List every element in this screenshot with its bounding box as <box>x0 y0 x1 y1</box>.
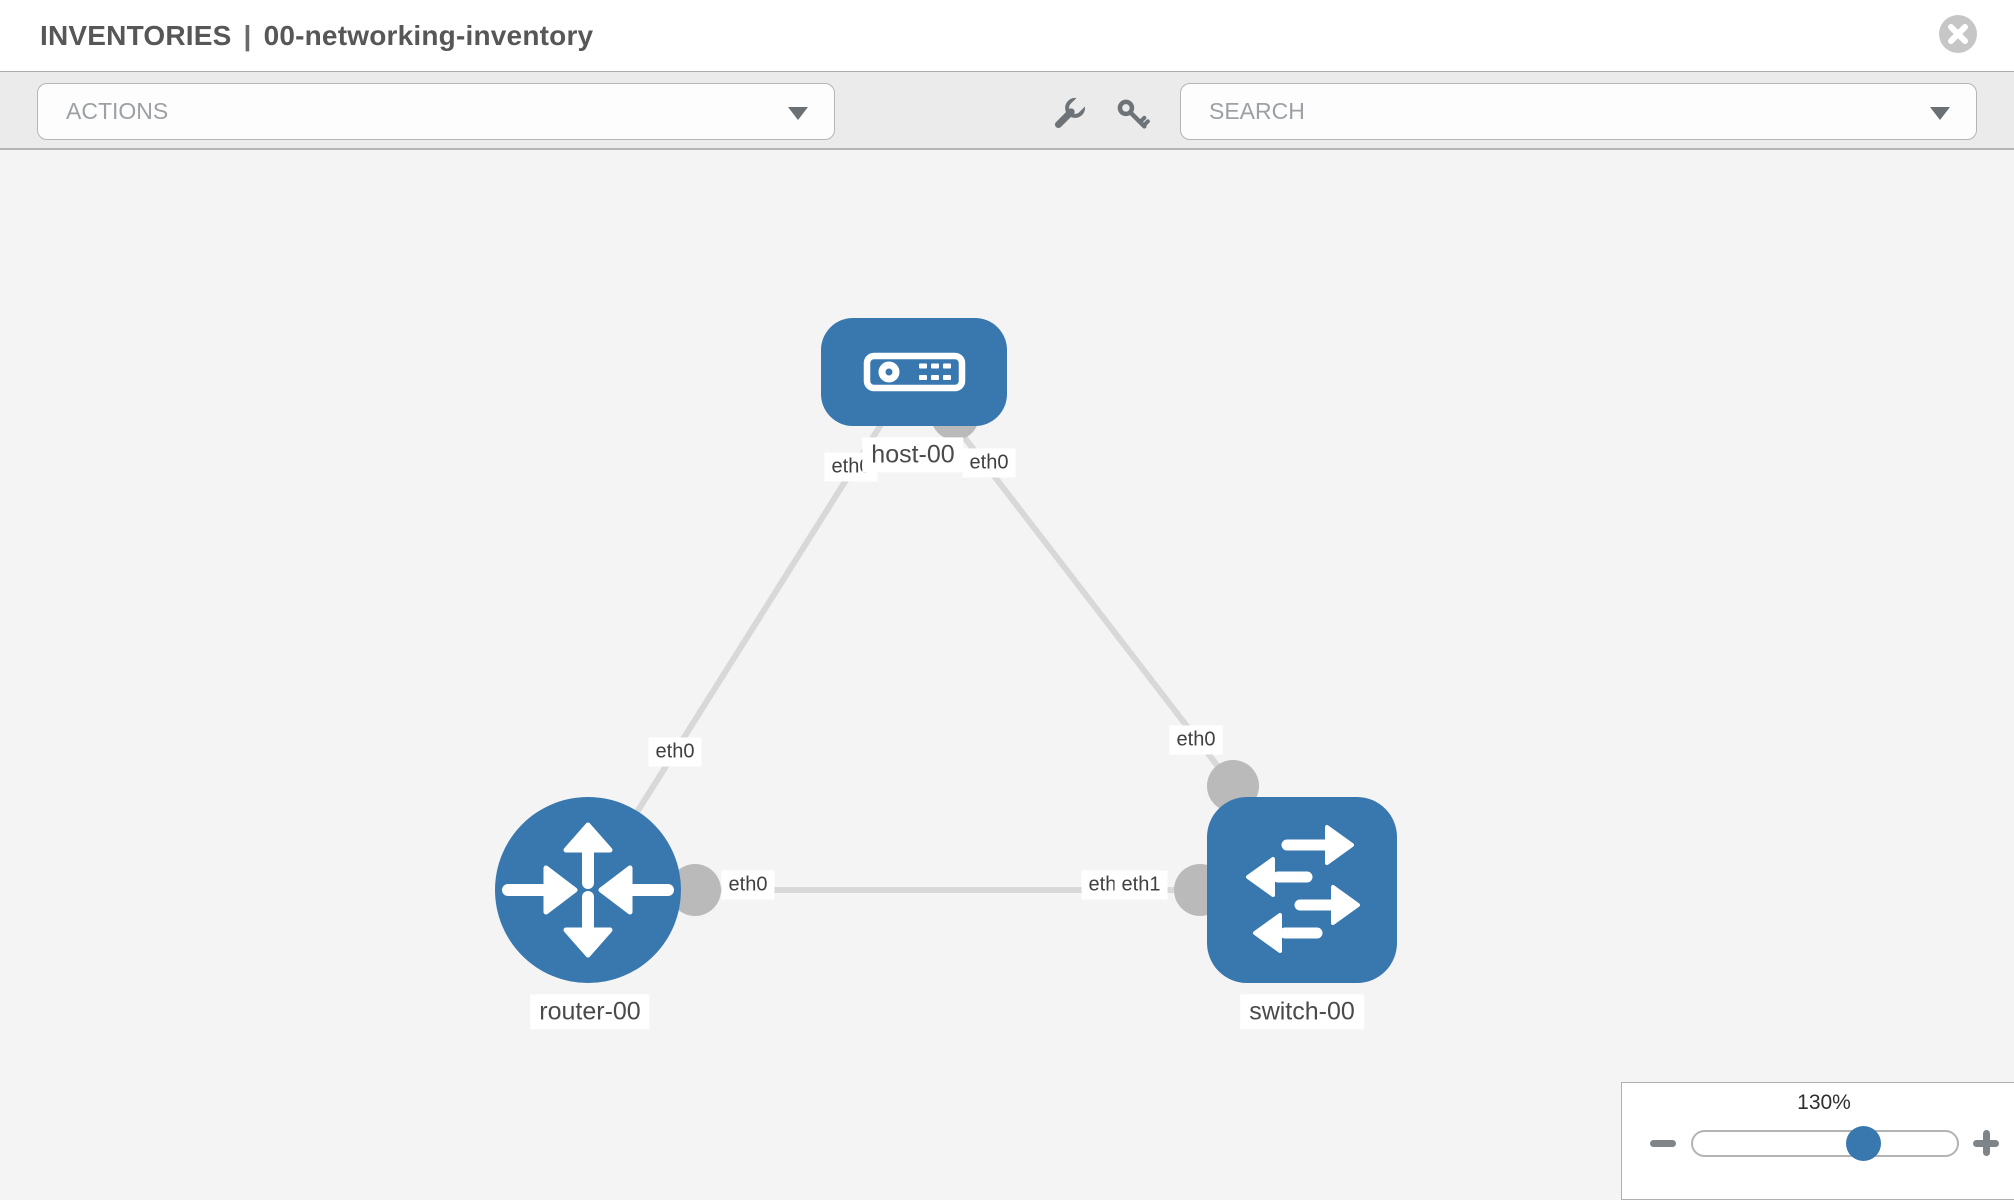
interface-label: eth1 <box>1114 870 1168 900</box>
page-title: INVENTORIES | 00-networking-inventory <box>40 20 593 52</box>
actions-dropdown-label: ACTIONS <box>66 98 169 124</box>
search-dropdown[interactable]: SEARCH <box>1180 83 1977 140</box>
plus-icon-vbar <box>1982 1130 1990 1156</box>
zoom-control-panel: 130% <box>1621 1082 2014 1200</box>
node-label-host: host-00 <box>862 437 964 473</box>
interface-label: eth0 <box>648 737 702 767</box>
node-switch-00[interactable] <box>1207 797 1397 983</box>
chevron-down-icon <box>1930 106 1950 120</box>
zoom-out-button[interactable] <box>1648 1128 1678 1158</box>
page-header: INVENTORIES | 00-networking-inventory <box>0 0 2014 72</box>
server-icon <box>863 352 966 392</box>
key-icon <box>1117 99 1150 129</box>
interface-label: eth0 <box>721 870 775 900</box>
node-host-00[interactable] <box>821 318 1007 426</box>
interface-label: eth0 <box>962 448 1016 478</box>
connector-dot-router-right <box>669 864 721 916</box>
node-label-router: router-00 <box>530 994 650 1030</box>
topology-canvas[interactable]: eth0 eth0 eth0 eth0 eth0 eth1 eth0 host-… <box>0 150 2014 1200</box>
tools-button[interactable] <box>1048 95 1088 135</box>
toolbar: ACTIONS SEARCH <box>0 72 2014 150</box>
zoom-percent-label: 130% <box>1797 1091 1851 1114</box>
zoom-slider-track[interactable] <box>1691 1130 1959 1157</box>
inventory-name: 00-networking-inventory <box>263 19 594 51</box>
link-host-switch[interactable] <box>911 370 1236 788</box>
actions-dropdown[interactable]: ACTIONS <box>37 83 835 140</box>
zoom-slider-thumb[interactable] <box>1846 1126 1881 1161</box>
wrench-icon <box>1054 98 1085 129</box>
interface-label: eth0 <box>1169 725 1223 755</box>
chevron-down-icon <box>788 106 808 120</box>
zoom-in-button[interactable] <box>1971 1128 2001 1158</box>
switch-arrows-icon <box>1246 825 1360 953</box>
credentials-button[interactable] <box>1113 95 1153 135</box>
router-arrows-icon <box>502 822 674 958</box>
x-circle-icon <box>1939 15 1977 53</box>
node-router-00[interactable] <box>495 797 681 983</box>
close-button[interactable] <box>1938 14 1978 54</box>
search-dropdown-label: SEARCH <box>1209 98 1305 124</box>
breadcrumb-section: INVENTORIES <box>40 19 232 51</box>
node-label-switch: switch-00 <box>1240 994 1364 1030</box>
breadcrumb-separator: | <box>243 19 252 51</box>
minus-icon <box>1650 1140 1676 1147</box>
